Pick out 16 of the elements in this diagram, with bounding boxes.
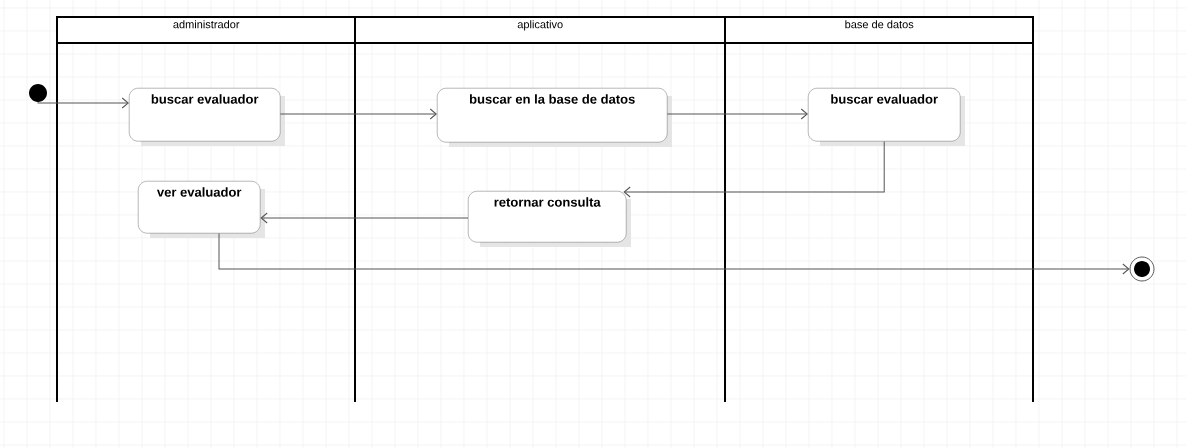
arrow [218, 232, 1130, 275]
arrow [623, 140, 885, 198]
initial-node [29, 84, 47, 102]
activity-box: retornar consulta [468, 191, 631, 247]
activity-box: buscar evaluador [808, 88, 965, 146]
arrow [260, 212, 469, 224]
arrow [279, 108, 437, 120]
node-label: base de datos [845, 20, 914, 29]
final-node [1129, 256, 1155, 282]
arrow [666, 108, 808, 120]
activity-box: ver evaluador [138, 181, 265, 238]
activity-box: buscar evaluador [129, 88, 285, 146]
activity-box: buscar en la base de datos [437, 88, 672, 147]
arrow [37, 97, 129, 109]
node-label: aplicativo [517, 20, 563, 31]
node-label: administrador [173, 20, 240, 29]
